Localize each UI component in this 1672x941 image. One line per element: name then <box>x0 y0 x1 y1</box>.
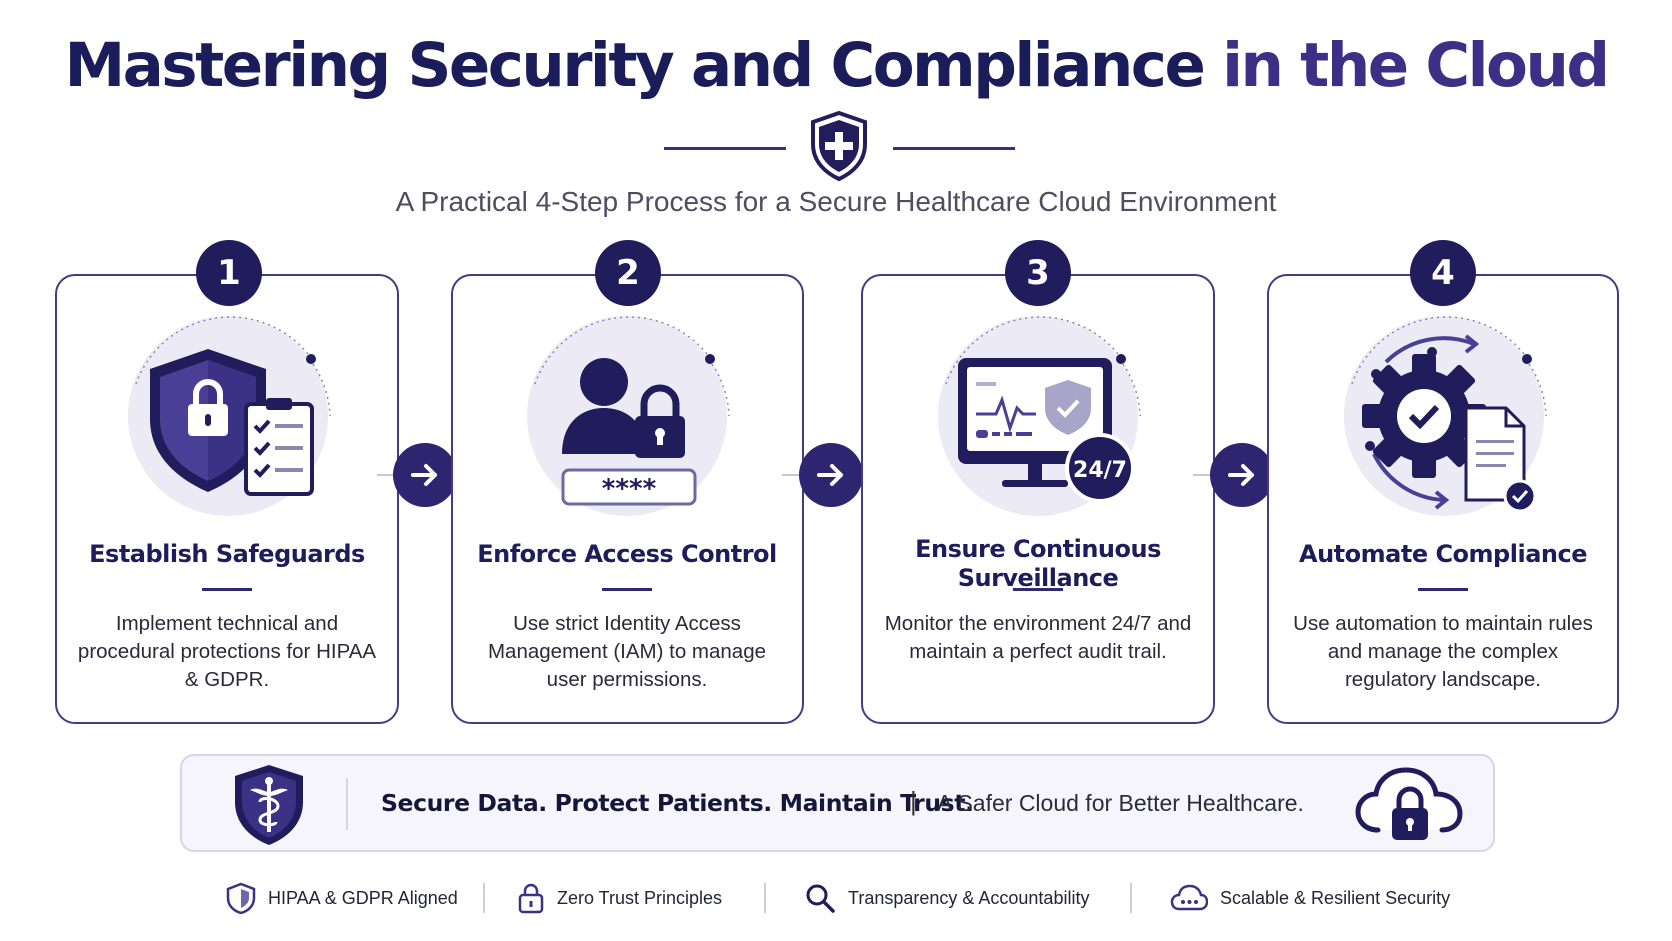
step-rule-2 <box>602 588 652 591</box>
step-number-4: 4 <box>1410 240 1476 306</box>
banner-subtext: A Safer Cloud for Better Healthcare. <box>937 790 1304 816</box>
step-title-1: Establish Safeguards <box>89 540 365 568</box>
page-subtitle: A Practical 4-Step Process for a Secure … <box>395 186 1277 217</box>
footer-item-hipaa: HIPAA & GDPR Aligned <box>226 880 458 916</box>
arrow-right-icon <box>799 443 863 507</box>
step-title-2: Enforce Access Control <box>477 540 777 568</box>
banner-separator: | <box>910 786 917 816</box>
medical-shield-icon <box>811 110 867 182</box>
arrow-right-icon <box>393 443 457 507</box>
banner-tagline: Secure Data. Protect Patients. Maintain … <box>381 789 974 817</box>
step-number-1: 1 <box>196 240 262 306</box>
step-title-4: Automate Compliance <box>1299 540 1587 568</box>
footer-item-scalable: Scalable & Resilient Security <box>1170 880 1450 916</box>
gear-check-document-icon <box>1344 316 1547 516</box>
footer-label-scalable: Scalable & Resilient Security <box>1220 887 1451 908</box>
footer-label-hipaa: HIPAA & GDPR Aligned <box>268 887 458 908</box>
step-description-4: Use automation to maintain rules and man… <box>1293 612 1593 691</box>
arrow-right-icon <box>1210 443 1274 507</box>
title-divider-right <box>893 147 1015 150</box>
step-description-1: Implement technical and procedural prote… <box>77 612 377 691</box>
step-number-3: 3 <box>1005 240 1071 306</box>
password-mask: **** <box>602 474 657 504</box>
step-description-2: Use strict Identity Access Management (I… <box>487 612 767 691</box>
lock-icon <box>518 883 544 914</box>
cloud-lock-icon <box>1355 767 1463 840</box>
footer-item-zero-trust: Zero Trust Principles <box>517 880 722 916</box>
title-divider-left <box>664 147 786 150</box>
step-number-2: 2 <box>595 240 661 306</box>
step-title-3: Ensure Continuous Surveillance <box>915 535 1161 592</box>
footer-label-transparency: Transparency & Accountability <box>848 887 1090 908</box>
monitor-shield-icon: 24/7 <box>938 316 1141 516</box>
shield-icon <box>226 882 256 914</box>
cloud-icon <box>1170 884 1208 911</box>
footer-label-zero-trust: Zero Trust Principles <box>557 887 723 908</box>
step-rule-4 <box>1418 588 1468 591</box>
title-accent: in the Cloud <box>1222 30 1610 101</box>
footer-divider <box>764 883 766 913</box>
user-lock-password-icon: **** <box>527 316 730 516</box>
tagline-banner: Secure Data. Protect Patients. Maintain … <box>180 754 1495 852</box>
footer-divider <box>1130 883 1132 913</box>
footer-divider <box>483 883 485 913</box>
page-title: Mastering Security and Compliance in the… <box>0 30 1672 101</box>
monitoring-badge: 24/7 <box>1073 458 1127 483</box>
step-description-3: Monitor the environment 24/7 and maintai… <box>884 612 1192 663</box>
caduceus-shield-icon <box>235 765 303 845</box>
banner-divider <box>346 778 348 830</box>
title-main: Mastering Security and Compliance <box>64 30 1205 101</box>
step-rule-1 <box>202 588 252 591</box>
footer-item-transparency: Transparency & Accountability <box>804 880 1089 916</box>
search-icon <box>806 884 835 913</box>
step-rule-3 <box>1013 588 1063 591</box>
shield-lock-checklist-icon <box>128 316 331 516</box>
